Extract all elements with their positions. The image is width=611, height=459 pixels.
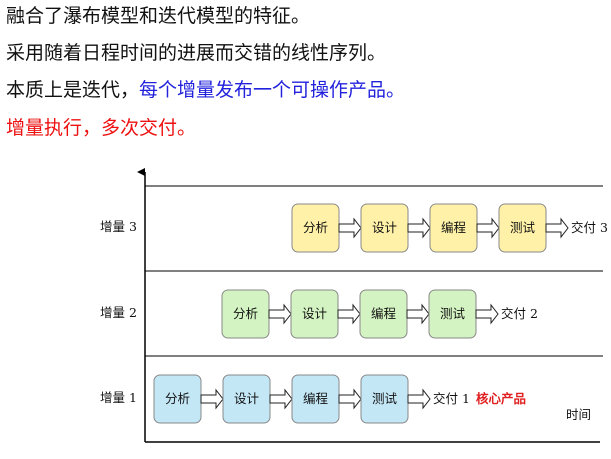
process-label: 测试	[372, 391, 398, 406]
process-arrow-icon	[475, 303, 499, 325]
process-arrow-icon	[406, 303, 430, 325]
description-line-1: 融合了瀑布模型和迭代模型的特征。	[6, 4, 310, 28]
description-text-1: 融合了瀑布模型和迭代模型的特征。	[6, 5, 311, 27]
process-arrow-icon	[268, 303, 292, 325]
process-label: 测试	[510, 220, 536, 235]
increment-label-1: 增量 1	[100, 390, 137, 405]
process-arrow-icon	[338, 217, 362, 239]
process-arrow-icon	[337, 303, 361, 325]
description-line-3: 本质上是迭代，每个增量发布一个可操作产品。	[6, 78, 405, 102]
process-label: 编程	[303, 391, 329, 406]
process-label: 测试	[440, 306, 466, 321]
process-label: 设计	[302, 306, 327, 321]
process-arrow-icon	[545, 217, 569, 239]
delivery-label-1: 交付 1	[433, 391, 470, 406]
increment-row-3: 增量 3 分析 设计 编程 测试 交付 3	[100, 203, 608, 253]
process-label: 设计	[234, 391, 259, 406]
delivery-label-2: 交付 2	[501, 306, 538, 321]
increment-row-2: 增量 2 分析 设计 编程 测试 交付 2	[100, 289, 538, 339]
description-line-2: 采用随着日程时间的进展而交错的线性序列。	[6, 41, 386, 65]
process-label: 分析	[165, 391, 190, 406]
process-label: 分析	[303, 220, 328, 235]
description-text-3b-highlight: 每个增量发布一个可操作产品。	[139, 79, 406, 101]
process-label: 分析	[233, 306, 258, 321]
process-arrow-icon	[407, 217, 431, 239]
delivery-label-3: 交付 3	[571, 220, 608, 235]
process-arrow-icon	[338, 388, 362, 410]
description-text-4: 增量执行，多次交付。	[6, 117, 197, 139]
description-text-3a: 本质上是迭代，	[6, 79, 140, 101]
process-arrow-icon	[476, 217, 500, 239]
increment-label-3: 增量 3	[100, 219, 137, 234]
process-arrow-icon	[200, 388, 224, 410]
description-line-4-highlight: 增量执行，多次交付。	[6, 116, 196, 140]
process-label: 编程	[371, 306, 397, 321]
process-label: 编程	[441, 220, 467, 235]
process-arrow-icon	[269, 388, 293, 410]
process-label: 设计	[372, 220, 397, 235]
description-text-2: 采用随着日程时间的进展而交错的线性序列。	[6, 42, 387, 64]
increment-row-1: 增量 1 分析 设计 编程 测试 交付 1 核心产品	[100, 374, 526, 424]
core-product-label: 核心产品	[476, 391, 526, 406]
increment-label-2: 增量 2	[100, 305, 137, 320]
time-axis-label: 时间	[566, 407, 591, 422]
process-arrow-icon	[407, 388, 431, 410]
